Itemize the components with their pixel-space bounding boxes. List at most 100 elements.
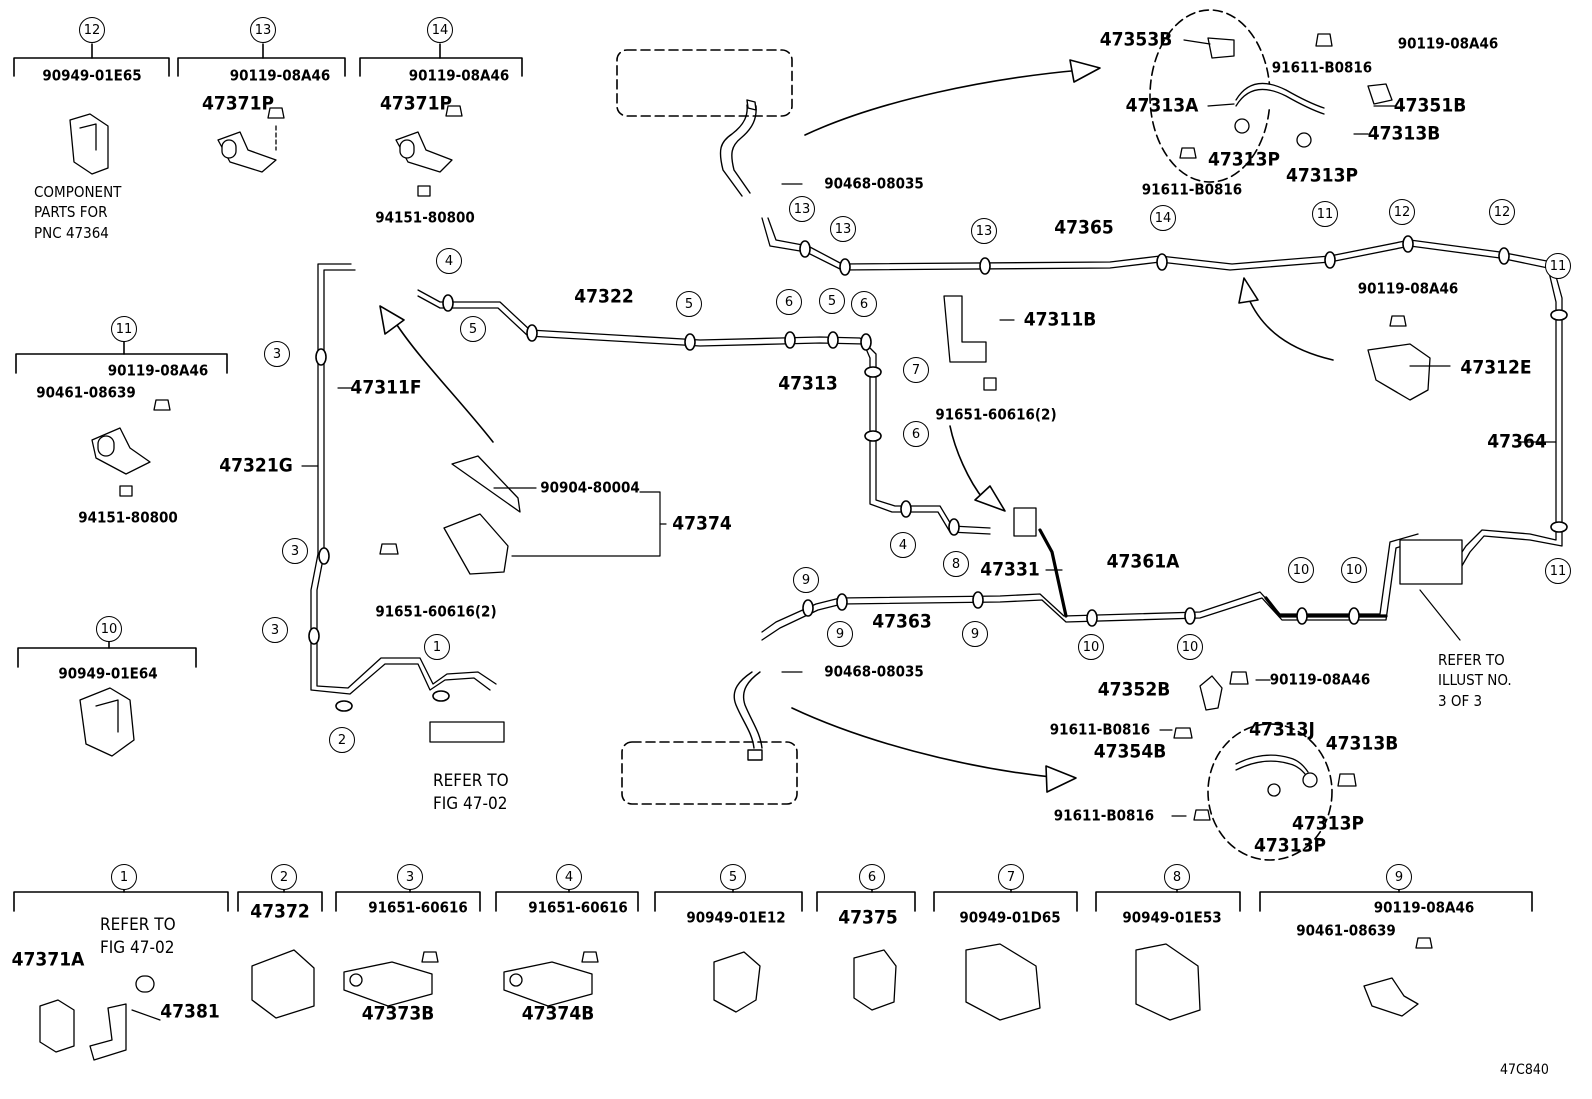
part-number: 47381 <box>160 1000 220 1023</box>
hose-area-boxes <box>616 9 1333 861</box>
callout-8: 8 <box>1164 864 1190 890</box>
callout-6: 6 <box>851 291 877 317</box>
part-number: 47354B <box>1093 740 1167 763</box>
component-parts-note: COMPONENT PARTS FOR PNC 47364 <box>34 183 122 242</box>
part-number: 47312E <box>1460 356 1532 379</box>
direction-arrows <box>379 59 1334 793</box>
part-number: 90461-08639 <box>36 383 136 402</box>
callout-12: 12 <box>1489 199 1515 225</box>
callout-9: 9 <box>962 621 988 647</box>
callout-3: 3 <box>264 341 290 367</box>
callout-6: 6 <box>859 864 885 890</box>
callout-3: 3 <box>282 538 308 564</box>
part-number: 90119-08A46 <box>107 361 209 380</box>
callout-9: 9 <box>793 567 819 593</box>
part-number: 47371P <box>202 92 274 115</box>
part-number: 47374B <box>521 1002 595 1025</box>
part-number: 90949-01D65 <box>959 908 1061 927</box>
part-number: 47363 <box>872 610 932 633</box>
brake-tubes <box>310 217 1563 695</box>
refer-fig-note: REFER TO FIG 47-02 <box>433 771 509 814</box>
part-number: 47375 <box>838 906 898 929</box>
group-brackets-top <box>13 43 523 668</box>
callout-13: 13 <box>971 218 997 244</box>
part-number: 47353B <box>1099 28 1173 51</box>
refer-illust-note: REFER TO ILLUST NO. 3 OF 3 <box>1438 651 1512 710</box>
part-number: 90119-08A46 <box>1373 898 1475 917</box>
callout-14: 14 <box>1150 205 1176 231</box>
part-number: 47321G <box>219 454 293 477</box>
callout-5: 5 <box>676 291 702 317</box>
part-number: 90949-01E65 <box>42 66 142 85</box>
callout-10: 10 <box>1288 557 1314 583</box>
callout-2: 2 <box>329 727 355 753</box>
part-number: 47364 <box>1487 430 1547 453</box>
callout-7: 7 <box>998 864 1024 890</box>
part-number: 47313 <box>778 372 838 395</box>
part-number: 47365 <box>1054 216 1114 239</box>
part-number: 47313P <box>1208 148 1280 171</box>
part-number: 47313P <box>1254 834 1326 857</box>
part-number: 47371P <box>380 92 452 115</box>
part-number: 47313J <box>1249 718 1315 741</box>
callout-9: 9 <box>827 621 853 647</box>
part-number: 47373B <box>361 1002 435 1025</box>
callout-11: 11 <box>1545 558 1571 584</box>
callout-5: 5 <box>720 864 746 890</box>
part-number: 90468-08035 <box>824 662 924 681</box>
part-number: 47313B <box>1325 732 1399 755</box>
callout-11: 11 <box>111 316 137 342</box>
part-number: 47351B <box>1393 94 1467 117</box>
refer-fig-note: REFER TO FIG 47-02 <box>100 915 176 958</box>
part-number: 47313B <box>1367 122 1441 145</box>
part-number: 90119-08A46 <box>1397 34 1499 53</box>
part-number: 90119-08A46 <box>1269 670 1371 689</box>
callout-12: 12 <box>79 17 105 43</box>
part-number: 91611-B0816 <box>1271 58 1373 77</box>
part-number: 90949-01E12 <box>686 908 786 927</box>
part-number: 47322 <box>574 285 634 308</box>
callout-11: 11 <box>1312 201 1338 227</box>
callout-7: 7 <box>903 357 929 383</box>
callout-4: 4 <box>556 864 582 890</box>
callout-2: 2 <box>271 864 297 890</box>
callout-10: 10 <box>1341 557 1367 583</box>
part-number: 91651-60616 <box>368 898 468 917</box>
callout-5: 5 <box>460 316 486 342</box>
hose-assemblies <box>1173 33 1393 821</box>
part-number: 47372 <box>250 900 310 923</box>
callout-1: 1 <box>111 864 137 890</box>
part-number: 94151-80800 <box>78 508 178 527</box>
part-number: 90949-01E64 <box>58 664 158 683</box>
part-number: 91611-B0816 <box>1053 806 1155 825</box>
callout-13: 13 <box>250 17 276 43</box>
part-number: 90468-08035 <box>824 174 924 193</box>
part-number: 90904-80004 <box>540 478 640 497</box>
part-number: 47311B <box>1023 308 1097 331</box>
leader-lines <box>131 39 1557 1021</box>
part-number: 47313A <box>1125 94 1199 117</box>
callout-4: 4 <box>890 532 916 558</box>
part-number: 47331 <box>980 558 1040 581</box>
part-number: 90119-08A46 <box>229 66 331 85</box>
part-number: 47352B <box>1097 678 1171 701</box>
callout-11: 11 <box>1545 253 1571 279</box>
part-number: 94151-80800 <box>375 208 475 227</box>
part-number: 91651-60616(2) <box>375 602 497 621</box>
callout-14: 14 <box>427 17 453 43</box>
callout-10: 10 <box>1177 634 1203 660</box>
callout-13: 13 <box>789 196 815 222</box>
callout-4: 4 <box>436 248 462 274</box>
callout-13: 13 <box>830 216 856 242</box>
callout-6: 6 <box>903 421 929 447</box>
part-number: 90119-08A46 <box>408 66 510 85</box>
part-number: 47313P <box>1292 812 1364 835</box>
part-number: 91651-60616 <box>528 898 628 917</box>
part-number: 90119-08A46 <box>1357 279 1459 298</box>
part-number: 91611-B0816 <box>1141 180 1243 199</box>
callout-3: 3 <box>397 864 423 890</box>
part-number: 47374 <box>672 512 732 535</box>
figure-code: 47C840 <box>1500 1062 1549 1078</box>
